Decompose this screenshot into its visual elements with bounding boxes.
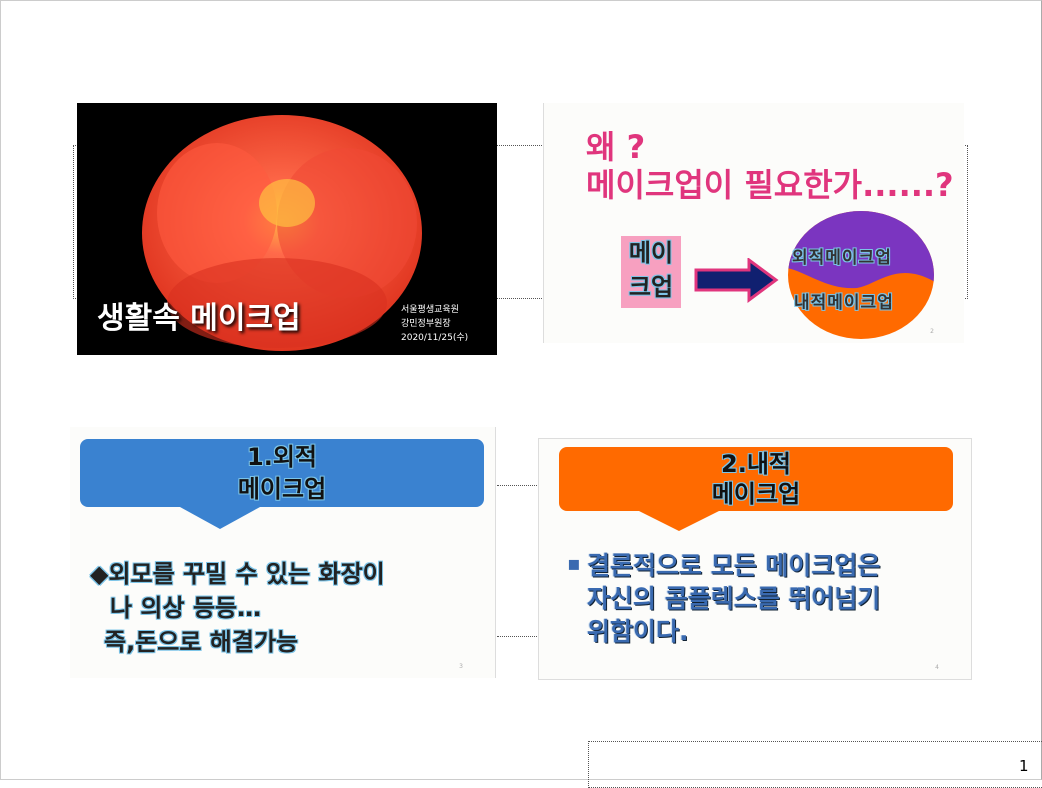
slide-3-body: ◆외모를 꾸밀 수 있는 화장이 나 의상 등등… 즉,돈으로 해결가능 xyxy=(90,557,385,659)
notes-box-2 xyxy=(963,145,968,299)
slide-1-title: 생활속 메이크업 xyxy=(97,301,301,336)
banner xyxy=(80,439,484,507)
slide-3[interactable]: 1.외적 메이크업 ◆외모를 꾸밀 수 있는 화장이 나 의상 등등… 즉,돈으… xyxy=(70,427,496,678)
slide-1[interactable]: 생활속 메이크업 서울평생교육원 강민정부원장 2020/11/25(수) xyxy=(77,103,497,355)
circle-top-label: 외적메이크업 xyxy=(792,248,892,268)
banner-line-1: 1.외적 xyxy=(247,443,317,471)
body-line-2: 나 의상 등등… xyxy=(110,594,262,622)
banner-line-2: 메이크업 xyxy=(237,475,327,503)
banner-title: 1.외적 메이크업 xyxy=(80,441,484,505)
org: 서울평생교육원 xyxy=(401,305,459,315)
slide-2[interactable]: 왜 ? 메이크업이 필요한가......? 메이 크업 외적메이크업 내적메이크… xyxy=(543,103,964,343)
notes-box-3 xyxy=(497,485,537,637)
yin-yang-circle xyxy=(788,211,934,339)
slide-4[interactable]: 2.내적 메이크업 ▪ 결론적으로 모든 메이크업은 자신의 콤플렉스를 뛰어넘… xyxy=(538,438,972,680)
banner-line-1: 2.내적 xyxy=(721,450,791,478)
arrow-right-icon xyxy=(694,258,779,303)
body-line-1: 결론적으로 모든 메이크업은 xyxy=(587,551,881,580)
date: 2020/11/25(수) xyxy=(401,333,469,343)
body-line-1: ◆외모를 꾸밀 수 있는 화장이 xyxy=(90,560,385,588)
banner-title: 2.내적 메이크업 xyxy=(559,449,953,509)
page-number-box xyxy=(588,741,1042,788)
body-line-3: 즉,돈으로 해결가능 xyxy=(104,628,299,656)
box-line-1: 메이 xyxy=(628,239,674,267)
page-number: 1 xyxy=(1019,757,1029,775)
slide-4-body: 결론적으로 모든 메이크업은 자신의 콤플렉스를 뛰어넘기 위함이다. xyxy=(587,549,880,648)
banner xyxy=(559,447,953,511)
makeup-box: 메이 크업 xyxy=(621,236,681,308)
bullet-icon: ▪ xyxy=(567,551,581,575)
slide-2-title: 왜 ? 메이크업이 필요한가......? xyxy=(586,128,954,204)
body-line-2: 자신의 콤플렉스를 뛰어넘기 xyxy=(587,584,881,613)
slide-1-info: 서울평생교육원 강민정부원장 2020/11/25(수) xyxy=(401,303,468,345)
circle-bottom-label: 내적메이크업 xyxy=(794,293,894,313)
slide-number: 2 xyxy=(930,328,934,335)
title-line-2: 메이크업이 필요한가......? xyxy=(586,166,954,204)
title-line-1: 왜 ? xyxy=(586,128,646,166)
body-line-3: 위함이다. xyxy=(587,617,689,646)
slide-number: 3 xyxy=(459,663,463,670)
box-line-2: 크업 xyxy=(628,273,674,301)
slide-number: 4 xyxy=(935,664,939,671)
author: 강민정부원장 xyxy=(401,319,451,329)
banner-line-2: 메이크업 xyxy=(711,480,801,508)
banner-pointer xyxy=(180,507,260,529)
peony-flower-image xyxy=(142,115,422,351)
banner-pointer xyxy=(639,511,719,531)
